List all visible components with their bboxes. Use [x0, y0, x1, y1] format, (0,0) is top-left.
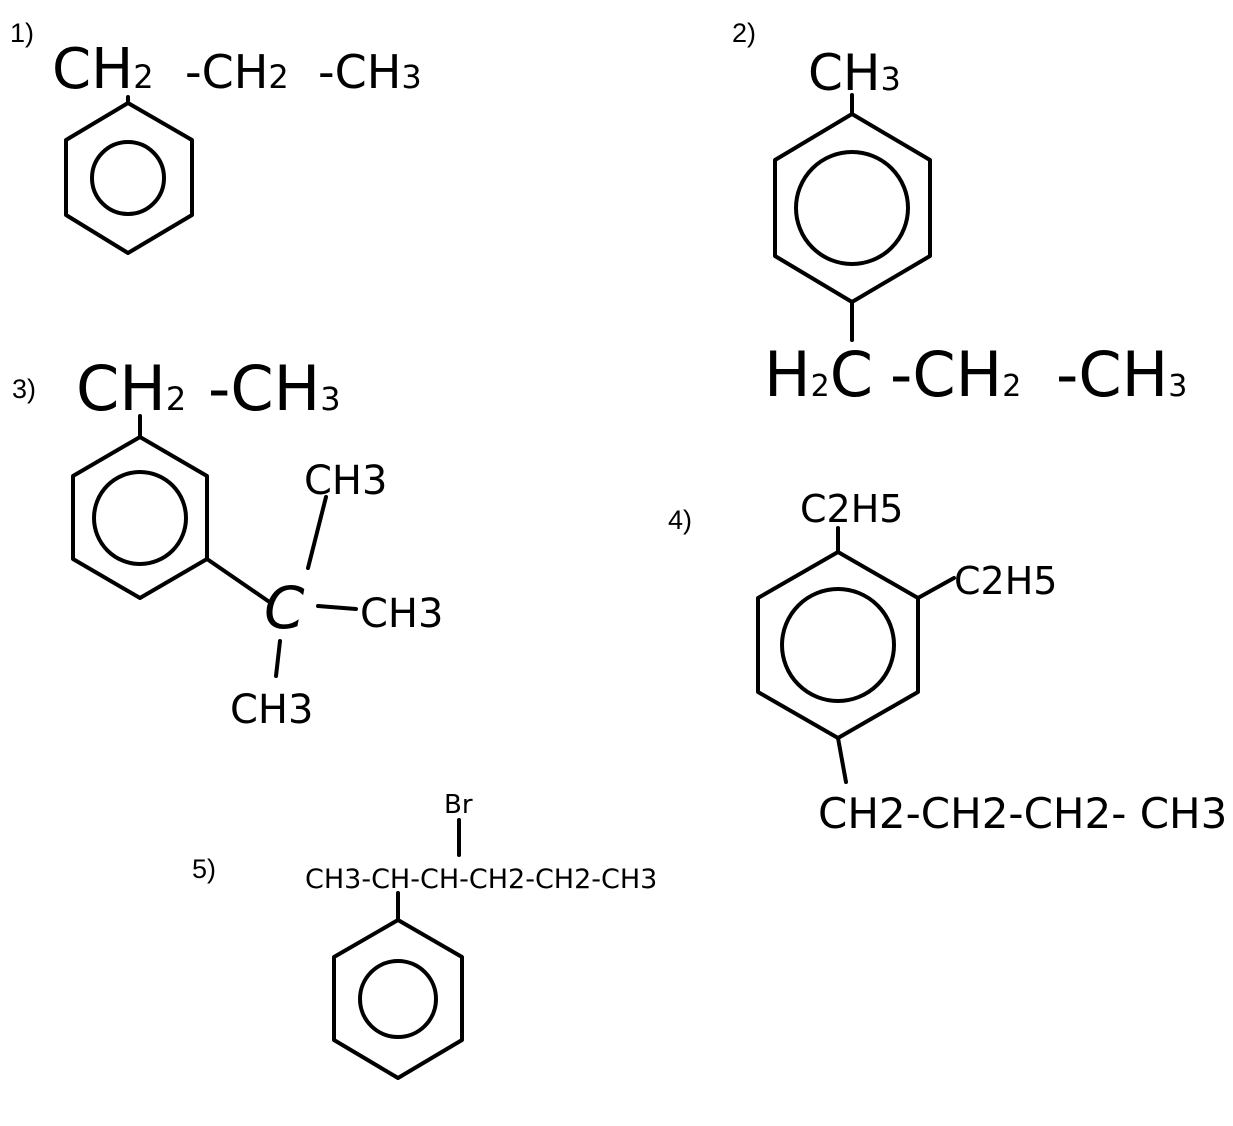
s4-bond-bottom [836, 736, 848, 784]
s3-bond-me3 [274, 639, 282, 678]
s2-ch3-top: CH3 [808, 44, 901, 102]
structure-5: 5) Br CH3-CH-CH-CH2-CH2-CH3 [192, 790, 657, 1080]
s3-bond-ring-c [205, 557, 270, 603]
s5-benzene-ring [332, 918, 464, 1080]
s4-aromatic-circle [780, 587, 896, 703]
structure-1-number: 1) [10, 18, 34, 48]
s1-ch2-b: -CH2 [185, 45, 289, 99]
s5-chain: CH3-CH-CH-CH2-CH2-CH3 [305, 864, 657, 895]
s3-aromatic-circle [92, 470, 188, 566]
s3-ch3-upper: CH3 [304, 458, 387, 504]
s3-ch2: CH2 [76, 352, 186, 425]
structure-4: 4) C2H5 C2H5 CH2-CH2-CH2- CH3 [668, 487, 1227, 838]
s2-aromatic-circle [794, 150, 910, 266]
s4-c2h5-top: C2H5 [800, 487, 903, 531]
s3-bond-me1 [306, 495, 328, 570]
structure-3-number: 3) [12, 374, 36, 404]
s2-ch3: -CH3 [1056, 338, 1187, 411]
s3-bond-me2 [316, 604, 358, 611]
s1-ch2-a: CH2 [52, 37, 154, 102]
s3-ch3: -CH3 [208, 352, 341, 425]
s3-ch3-right: CH3 [360, 591, 443, 637]
s5-br: Br [444, 790, 473, 820]
s3-ch3-lower: CH3 [230, 687, 313, 733]
s3-c-center: C [264, 574, 305, 642]
s2-ch2: -CH2 [890, 338, 1021, 411]
structure-2-number: 2) [732, 18, 756, 48]
structure-5-number: 5) [192, 854, 216, 884]
s1-aromatic-circle [90, 140, 166, 216]
s2-h2c: H2C [764, 338, 873, 411]
structure-1: 1) CH2 -CH2 -CH3 [10, 18, 422, 255]
s5-aromatic-circle [358, 959, 438, 1039]
s4-c2h5-right: C2H5 [954, 559, 1057, 603]
s4-butyl-chain: CH2-CH2-CH2- CH3 [818, 789, 1227, 838]
s4-bond-right [916, 576, 956, 600]
s1-ch3: -CH3 [318, 45, 422, 99]
s1-benzene-ring [64, 101, 194, 255]
structure-2: 2) CH3 H2C -CH2 -CH3 [732, 18, 1187, 411]
structure-3: 3) CH2 -CH3 C CH3 CH3 CH3 [12, 352, 443, 733]
structure-4-number: 4) [668, 505, 692, 535]
s3-benzene-ring [71, 435, 209, 600]
